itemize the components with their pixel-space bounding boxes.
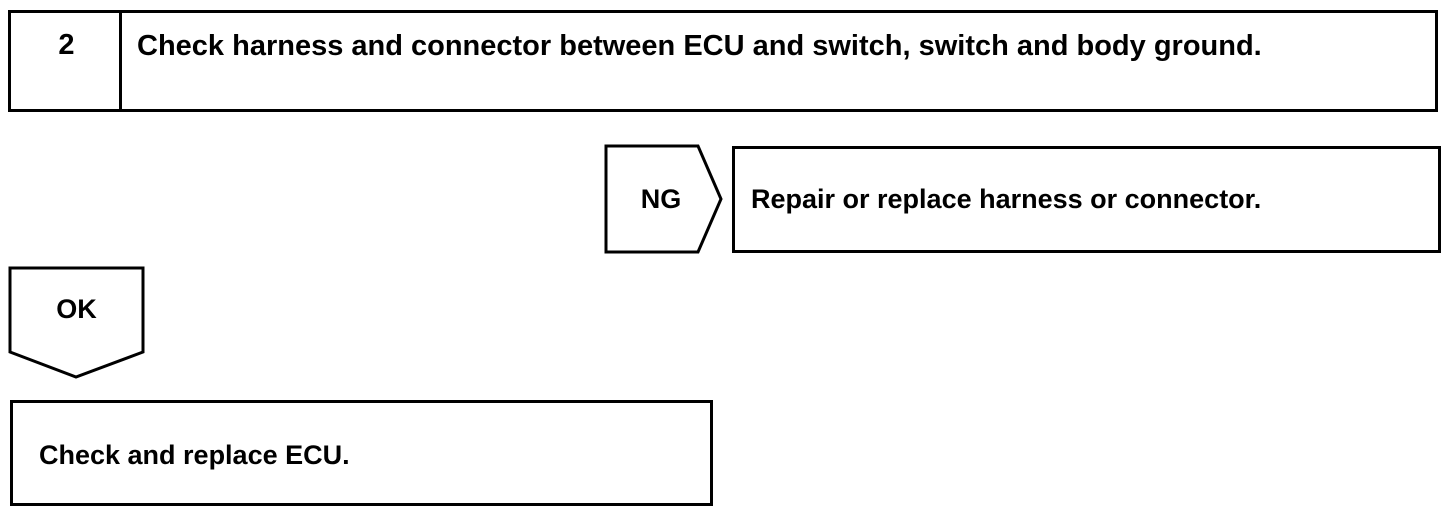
- ng-result-box: Repair or replace harness or connector.: [732, 146, 1441, 253]
- ok-arrow-tag: [8, 266, 145, 379]
- ok-label: OK: [56, 294, 97, 324]
- step-header: 2 Check harness and connector between EC…: [8, 10, 1438, 112]
- ng-label: NG: [640, 184, 682, 214]
- ng-arrow-tag: [604, 144, 723, 254]
- ng-result-text: Repair or replace harness or connector.: [751, 184, 1262, 214]
- step-number: 2: [58, 29, 75, 61]
- step-title: Check harness and connector between ECU …: [137, 30, 1262, 62]
- ok-result-text: Check and replace ECU.: [39, 440, 350, 470]
- step-number-cell: 2: [11, 13, 122, 109]
- ok-result-box: Check and replace ECU.: [10, 400, 713, 506]
